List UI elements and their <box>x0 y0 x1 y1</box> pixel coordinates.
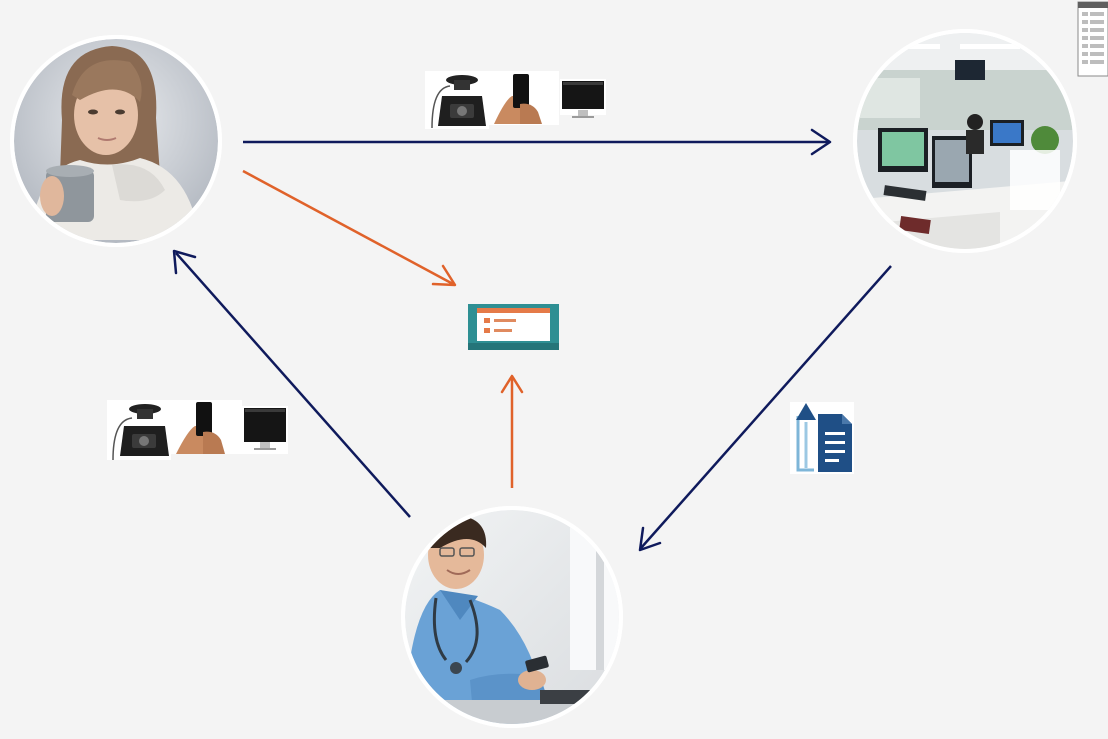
node-doctor <box>401 506 623 728</box>
desk-phone-icon <box>107 400 171 461</box>
edge-icons-top <box>425 71 606 129</box>
call-center-photo <box>857 33 1073 249</box>
edge-patient-to-call-center <box>243 128 832 156</box>
spreadsheet-icon <box>1077 1 1108 77</box>
arrowhead <box>431 264 457 287</box>
edge-doctor-to-patient <box>172 249 411 518</box>
patient-photo <box>14 39 218 243</box>
desktop-monitor-icon <box>242 406 288 454</box>
edge-doctor-to-platform <box>500 374 524 488</box>
laptop-app-icon <box>468 304 559 350</box>
arrowhead <box>638 526 662 552</box>
smartphone-icon <box>170 400 242 454</box>
smartphone-icon <box>489 71 559 125</box>
node-call-center <box>853 29 1077 253</box>
node-patient <box>10 35 222 247</box>
edge-icons-left <box>107 400 288 461</box>
desk-phone-icon <box>425 71 489 129</box>
node-platform <box>468 304 559 350</box>
arrowhead <box>810 128 832 156</box>
edge-call-center-to-doctor <box>638 265 892 552</box>
desktop-monitor-icon <box>560 79 606 118</box>
document-upload-icon <box>790 402 854 474</box>
edge-patient-to-platform <box>242 169 457 287</box>
arrowhead <box>172 249 197 275</box>
arrowhead <box>500 374 524 394</box>
